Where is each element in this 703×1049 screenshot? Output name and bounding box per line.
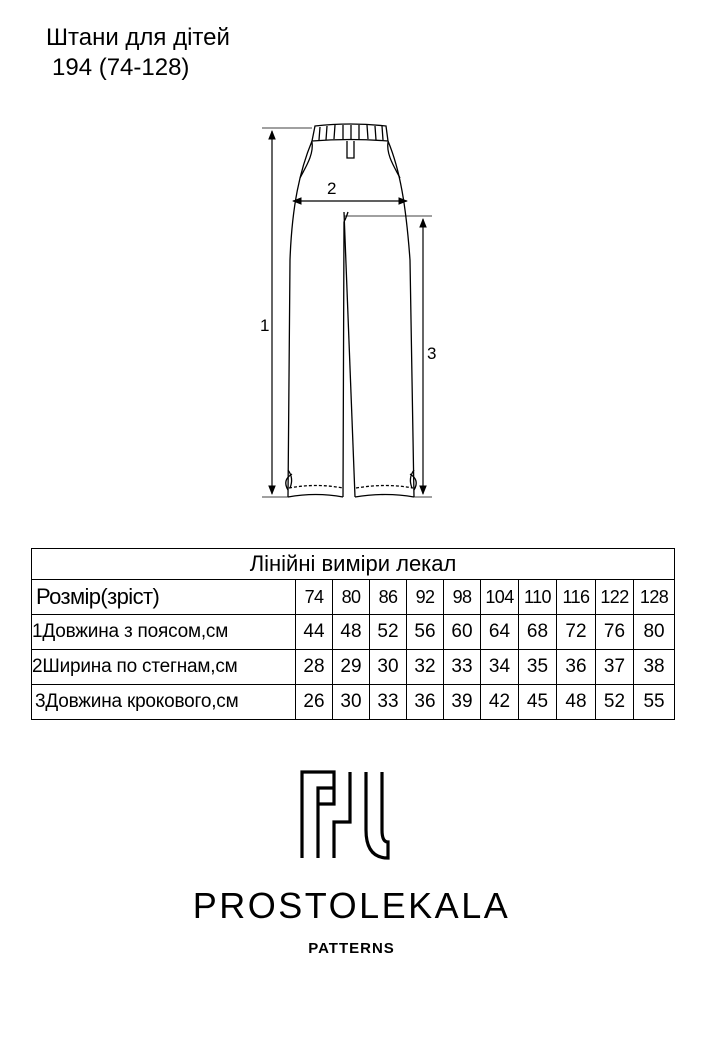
value-cell: 33 xyxy=(369,684,407,720)
table-caption: Лінійні виміри лекал xyxy=(30,548,676,580)
value-cell: 30 xyxy=(369,649,407,685)
value-cell: 72 xyxy=(556,614,596,650)
size-cell: 110 xyxy=(518,579,557,615)
dim-label-length: 1 xyxy=(260,316,269,335)
row-label: 2Ширина по стегнам,см xyxy=(31,649,296,685)
value-cell: 33 xyxy=(443,649,481,685)
size-cell: 92 xyxy=(406,579,444,615)
value-cell: 36 xyxy=(406,684,444,720)
brand-logo xyxy=(300,770,390,860)
dim-label-inseam: 3 xyxy=(427,344,436,363)
value-cell: 52 xyxy=(369,614,407,650)
size-cell: 74 xyxy=(295,579,333,615)
value-cell: 37 xyxy=(595,649,634,685)
size-cell: 116 xyxy=(556,579,596,615)
value-cell: 55 xyxy=(632,684,676,720)
size-cell: 122 xyxy=(595,579,634,615)
value-cell: 36 xyxy=(556,649,596,685)
value-cell: 68 xyxy=(518,614,557,650)
dim-label-hip-width: 2 xyxy=(327,179,336,198)
value-cell: 38 xyxy=(632,649,676,685)
row-label: 3Довжина крокового,см xyxy=(31,684,296,720)
row-label: 1Довжина з поясом,см xyxy=(31,614,296,650)
value-cell: 52 xyxy=(595,684,634,720)
value-cell: 56 xyxy=(406,614,444,650)
value-cell: 42 xyxy=(480,684,519,720)
dimension-lines xyxy=(262,127,432,498)
size-row-label: Розмір(зріст) xyxy=(31,579,296,615)
value-cell: 76 xyxy=(595,614,634,650)
value-cell: 48 xyxy=(556,684,596,720)
pants-technical-drawing: 1 2 3 xyxy=(260,123,436,498)
size-cell: 80 xyxy=(332,579,370,615)
brand-tagline: PATTERNS xyxy=(308,940,395,957)
size-cell: 128 xyxy=(632,579,676,615)
value-cell: 29 xyxy=(332,649,370,685)
page-title: Штани для дітей xyxy=(46,24,230,51)
value-cell: 80 xyxy=(632,614,676,650)
value-cell: 48 xyxy=(332,614,370,650)
page-subtitle: 194 (74-128) xyxy=(52,54,190,81)
value-cell: 39 xyxy=(443,684,481,720)
size-cell: 104 xyxy=(480,579,519,615)
pants-outline xyxy=(285,123,417,498)
size-cell: 86 xyxy=(369,579,407,615)
value-cell: 44 xyxy=(295,614,333,650)
value-cell: 64 xyxy=(480,614,519,650)
value-cell: 30 xyxy=(332,684,370,720)
value-cell: 45 xyxy=(518,684,557,720)
value-cell: 32 xyxy=(406,649,444,685)
size-cell: 98 xyxy=(443,579,481,615)
value-cell: 34 xyxy=(480,649,519,685)
value-cell: 60 xyxy=(443,614,481,650)
value-cell: 35 xyxy=(518,649,557,685)
value-cell: 26 xyxy=(295,684,333,720)
brand-name: PROSTOLEKALA xyxy=(192,885,511,926)
value-cell: 28 xyxy=(295,649,333,685)
